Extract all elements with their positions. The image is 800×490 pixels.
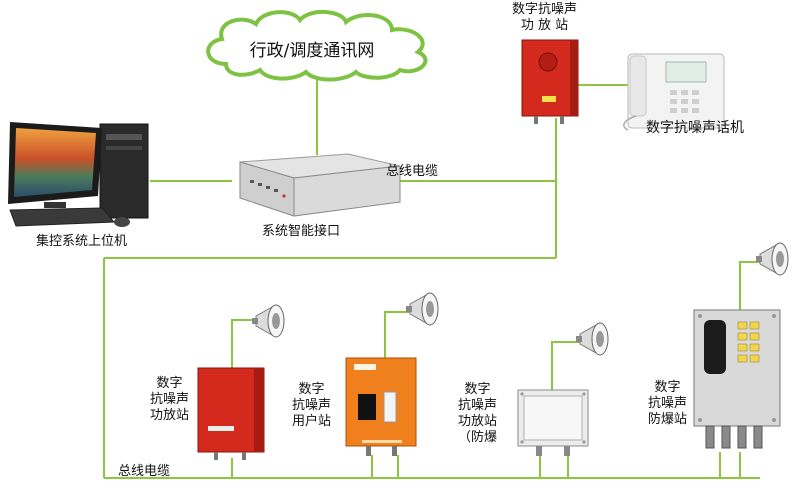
- horn-speaker-icon: [252, 304, 285, 338]
- bus-cable-label-bottom: 总线电缆: [118, 464, 171, 479]
- host-computer-label: 集控系统上位机: [36, 234, 128, 249]
- speaker-feed-1: [231, 319, 258, 368]
- top-amp-station-label: 数字抗噪声 功 放 站: [512, 2, 578, 33]
- ex-station-device-icon: [693, 309, 781, 449]
- speaker-feed-2: [384, 311, 411, 358]
- smart-interface-device-icon: [239, 153, 401, 217]
- host-computer-icon: [8, 122, 149, 227]
- speaker-feed-4: [739, 261, 762, 312]
- top-amp-station-device-icon: [521, 39, 579, 124]
- speaker-feed-3: [551, 341, 580, 392]
- amp-station-label: 数字 抗噪声 功放站: [150, 376, 190, 423]
- ex-amp-station-label: 数字 抗噪声 功放站 （防爆: [458, 382, 498, 445]
- ex-station-label: 数字 抗噪声 防爆站: [648, 380, 688, 427]
- network-cloud-label: 行政/调度通讯网: [249, 41, 375, 61]
- telephone-label: 数字抗噪声话机: [646, 120, 744, 136]
- network-cloud-icon: [206, 10, 428, 82]
- amp-station-device-icon: [197, 367, 265, 460]
- user-station-label: 数字 抗噪声 用户站: [292, 382, 332, 429]
- telephone-device-icon: [623, 53, 725, 131]
- bus-cable-label-top: 总线电缆: [386, 164, 439, 179]
- user-station-device-icon: [345, 357, 417, 456]
- smart-interface-label: 系统智能接口: [262, 224, 341, 239]
- ex-amp-station-device-icon: [517, 389, 589, 456]
- horn-speaker-icon: [756, 242, 789, 276]
- horn-speaker-icon: [576, 322, 609, 356]
- horn-speaker-icon: [406, 292, 439, 326]
